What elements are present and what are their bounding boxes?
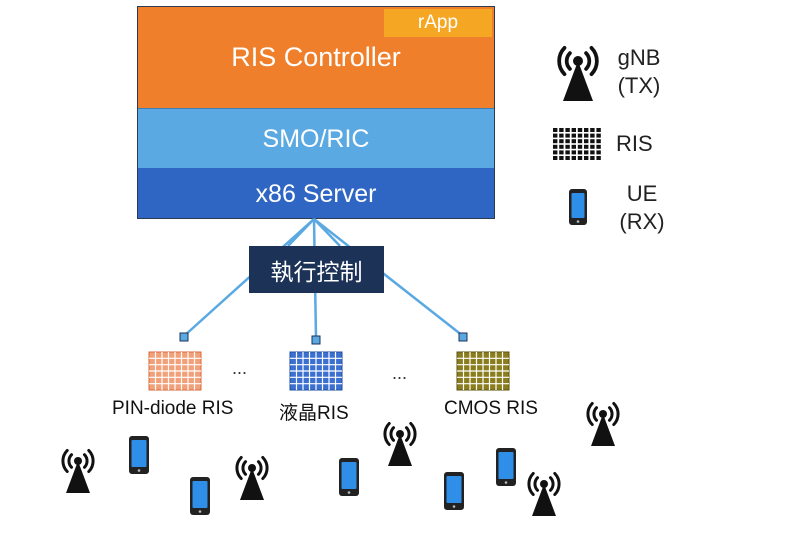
- connector-node-lc: [311, 335, 321, 345]
- legend-gnb-text: gNB (TX): [606, 44, 672, 100]
- x86-server-label: x86 Server: [255, 179, 377, 208]
- smo-ric-label: SMO/RIC: [262, 124, 370, 153]
- connector-node-cmos: [458, 332, 468, 342]
- legend-gnb-icon: [557, 46, 599, 101]
- gnb-tower-2: [235, 456, 269, 500]
- legend-ue-line1: UE: [626, 181, 658, 206]
- ue-phone-4: [444, 472, 464, 510]
- ue-phone-5: [496, 448, 516, 486]
- link-line-b: [313, 218, 341, 247]
- legend-ris-icon: [553, 128, 601, 160]
- ue-phone-2: [190, 477, 210, 515]
- cmos-ris-label: CMOS RIS: [444, 398, 538, 419]
- legend-ue-line2: (RX): [619, 209, 665, 234]
- rapp-badge: rApp: [384, 9, 492, 37]
- legend-gnb-line2: (TX): [617, 73, 661, 98]
- ue-phone-1: [129, 436, 149, 474]
- ue-phone-3: [339, 458, 359, 496]
- legend-ris-text: RIS: [616, 131, 653, 156]
- gnb-tower-3: [383, 422, 417, 466]
- lc-ris-label: 液晶RIS: [279, 403, 349, 424]
- gnb-tower-5: [527, 472, 561, 516]
- ris-panel-0: [148, 351, 202, 391]
- execution-control-label: 執行控制: [270, 258, 363, 285]
- ris-controller-box: RIS Controller: [138, 7, 494, 108]
- x86-server-box: x86 Server: [138, 168, 494, 218]
- controller-stack: RIS Controller rApp SMO/RIC x86 Server: [137, 6, 495, 219]
- gnb-tower-1: [61, 449, 95, 493]
- rapp-label: rApp: [417, 12, 459, 33]
- ris-panel-2: [456, 351, 510, 391]
- smo-ric-box: SMO/RIC: [138, 108, 494, 169]
- ris-panel-1: [289, 351, 343, 391]
- link-line-cmos: [313, 218, 464, 337]
- pin-diode-ris-label: PIN-diode RIS: [112, 398, 234, 419]
- gnb-tower-4: [586, 402, 620, 446]
- connector-node-pin: [179, 332, 189, 342]
- legend-ue-icon: [569, 189, 587, 225]
- link-line-a: [287, 218, 315, 247]
- legend-gnb-line1: gNB: [617, 45, 661, 70]
- ellipsis-2: ...: [392, 363, 408, 383]
- ris-controller-label: RIS Controller: [231, 42, 401, 72]
- ellipsis-1: ...: [232, 358, 248, 378]
- legend-ue-text: UE (RX): [609, 180, 675, 236]
- execution-control-box: 執行控制: [249, 246, 384, 293]
